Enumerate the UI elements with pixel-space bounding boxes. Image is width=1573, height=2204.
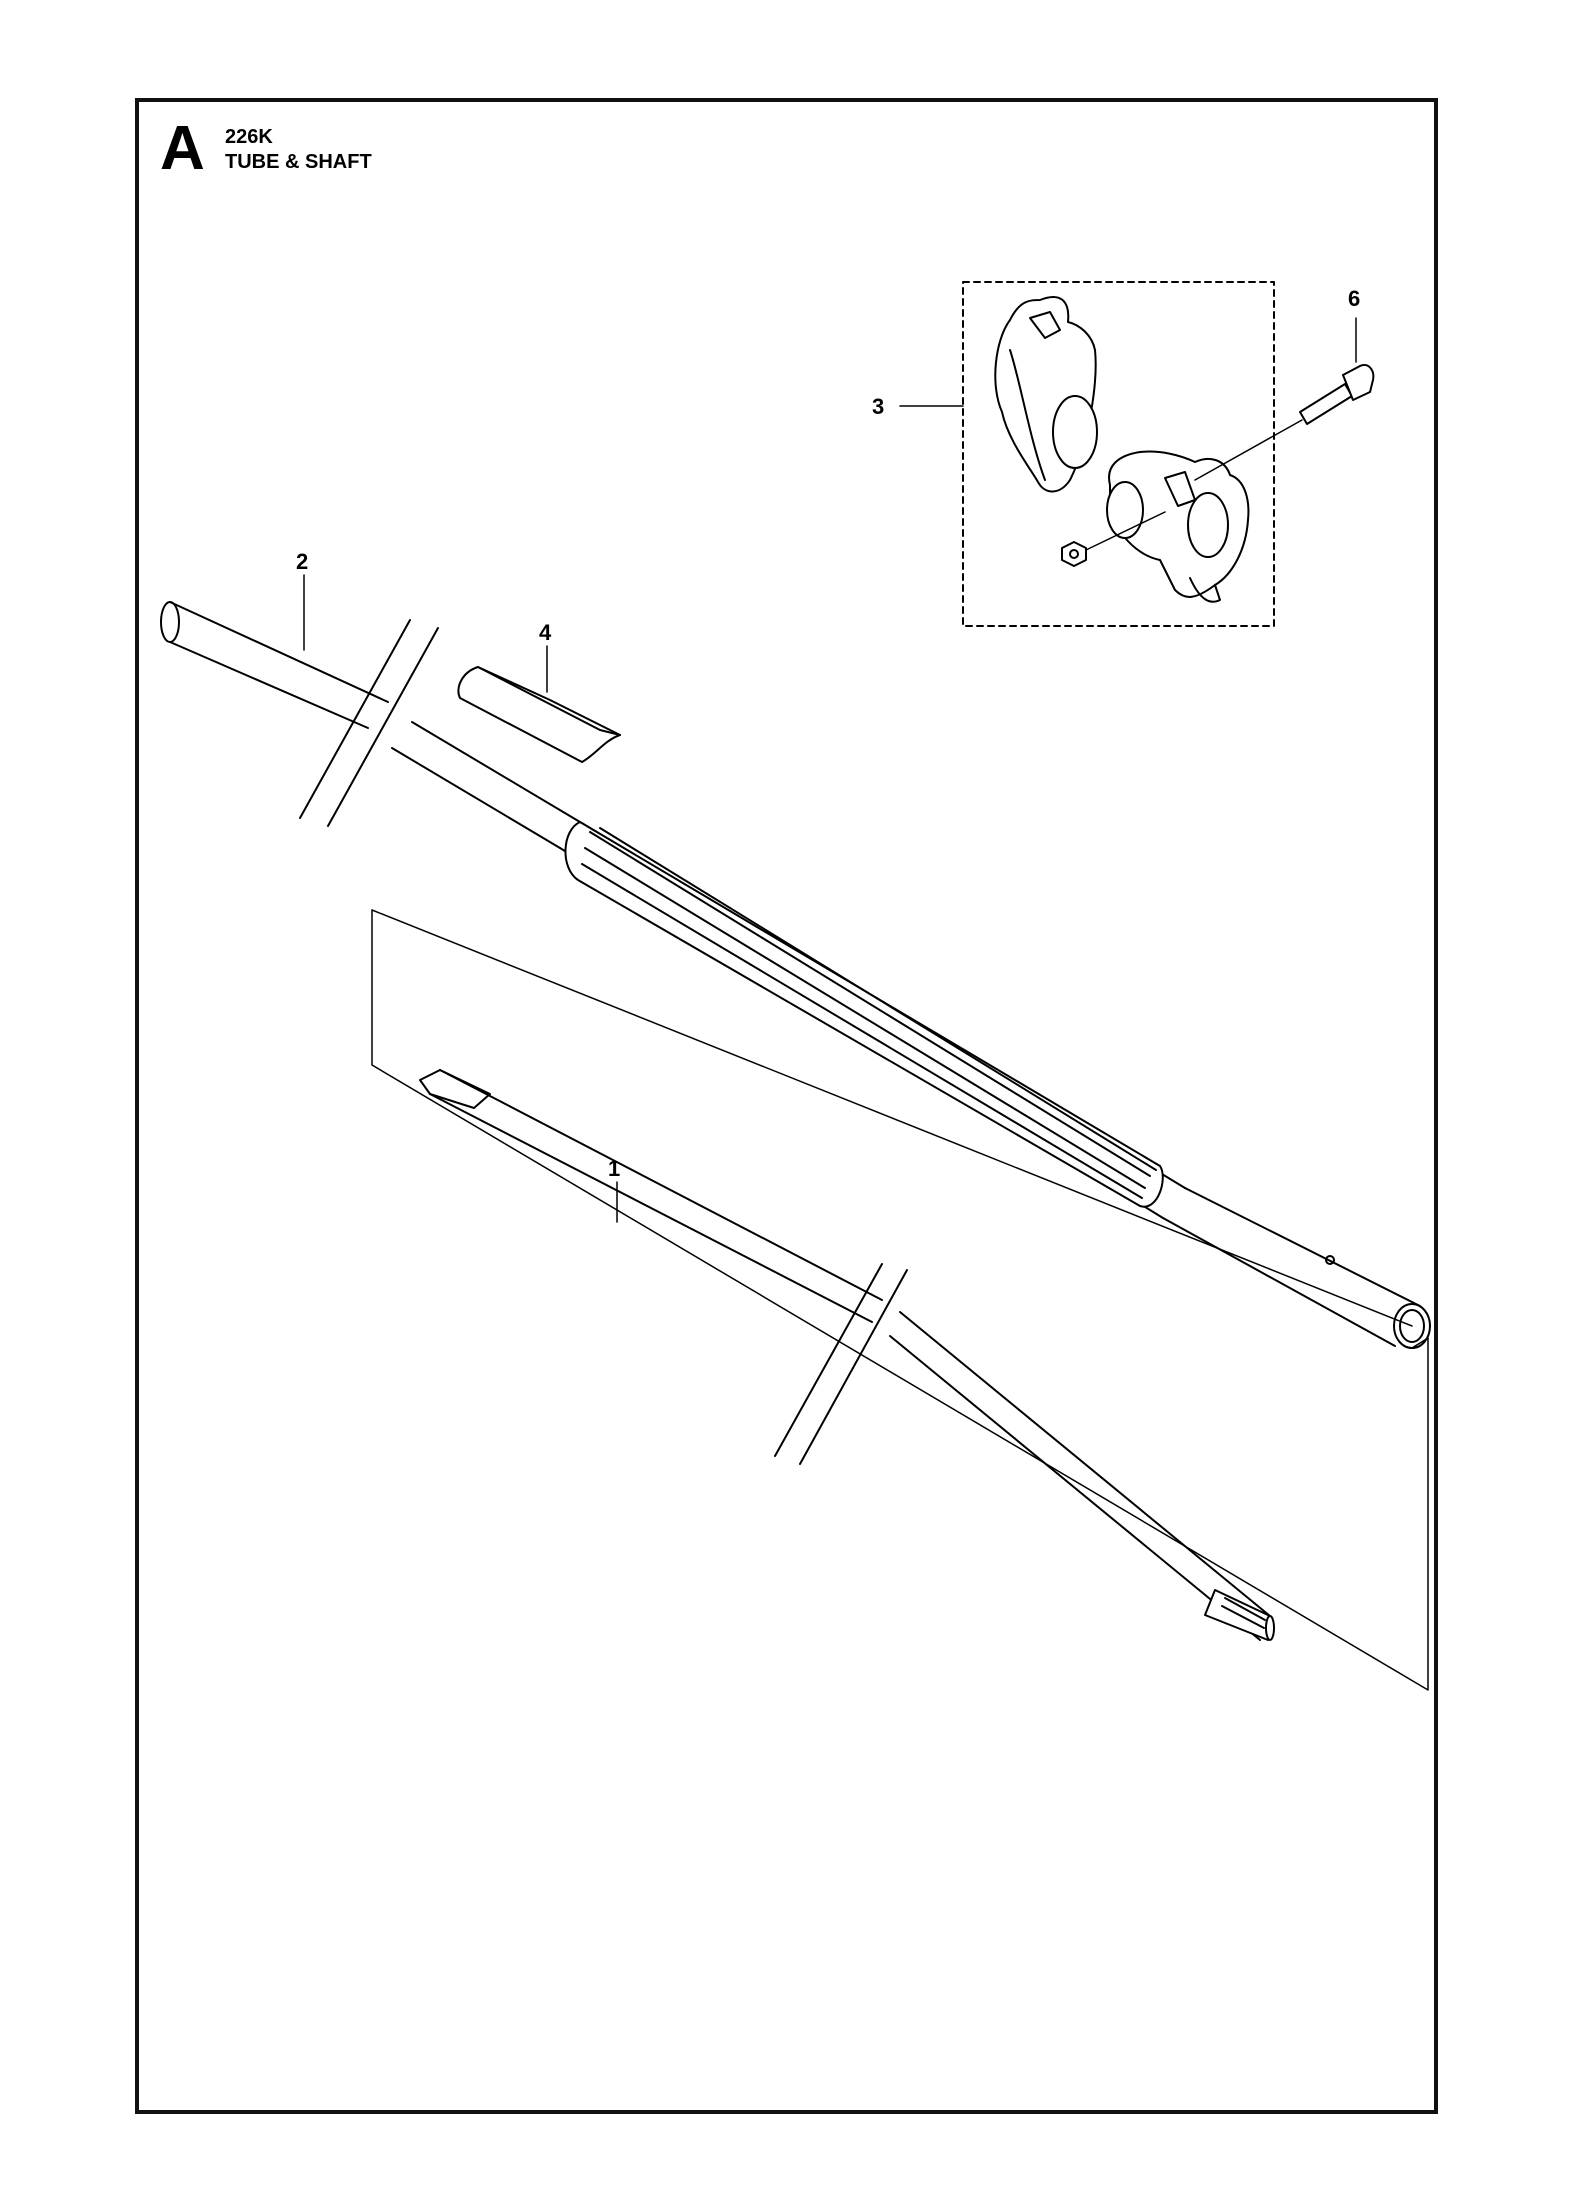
clamp-half-right [1106, 450, 1250, 603]
callout-6: 6 [1348, 286, 1360, 311]
decal [457, 666, 621, 763]
screw [1194, 364, 1375, 481]
callout-1: 1 [608, 1156, 620, 1181]
tube-grip [564, 821, 1164, 1208]
callout-4: 4 [539, 620, 552, 645]
clamp-half-left [994, 295, 1098, 493]
callout-2: 2 [296, 549, 308, 574]
page-frame [135, 98, 1438, 2114]
nut [1061, 541, 1087, 567]
assembly-outline [371, 909, 1429, 1691]
section-letter: A [160, 114, 205, 183]
callout-3: 3 [872, 394, 884, 419]
section-title: TUBE & SHAFT [225, 151, 372, 173]
model-number: 226K [225, 126, 273, 148]
clamp-assembly-box [962, 281, 1275, 627]
drive-shaft [419, 1069, 1275, 1641]
